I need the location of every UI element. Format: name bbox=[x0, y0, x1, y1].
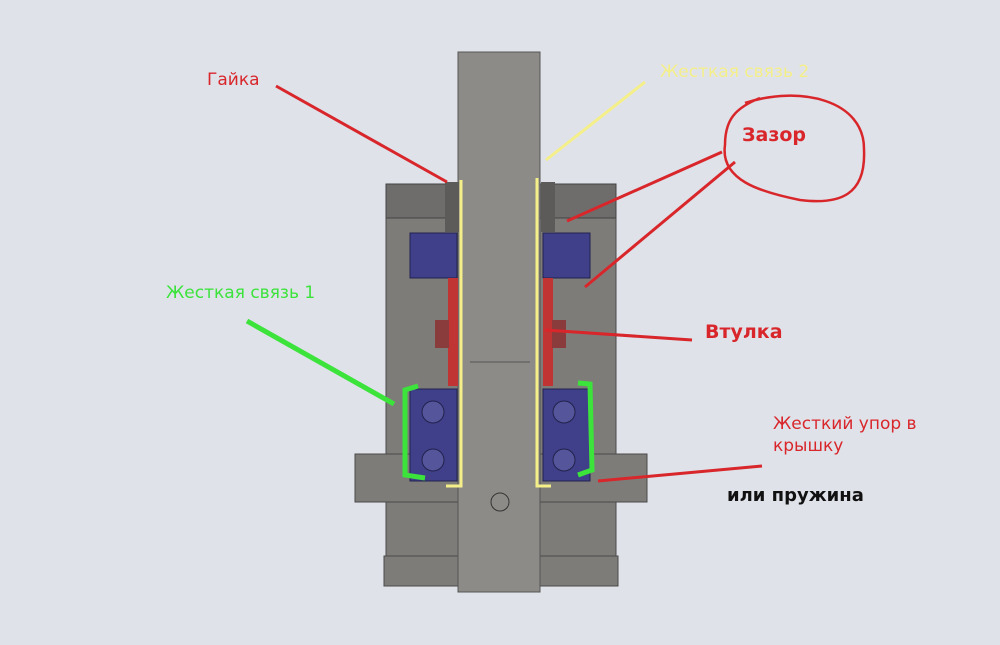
label-rigid-link-2: Жесткая связь 2 bbox=[660, 62, 810, 82]
upper-bearing-left bbox=[409, 232, 458, 279]
nut-right bbox=[541, 182, 555, 232]
rigid-link-2-marks bbox=[446, 80, 646, 488]
rigid-link-1-marks bbox=[245, 318, 595, 481]
annotation-lines bbox=[275, 84, 763, 483]
label-hard-stop: Жесткий упор в крышку bbox=[773, 413, 917, 457]
label-or-spring: или пружина bbox=[727, 485, 864, 506]
label-hard-stop-line1: Жесткий упор в bbox=[773, 414, 917, 434]
label-nut: Гайка bbox=[207, 70, 260, 90]
upper-bearing-right bbox=[542, 232, 591, 279]
label-rigid-link-1: Жесткая связь 1 bbox=[166, 283, 316, 303]
sleeve-flange-right bbox=[552, 320, 566, 348]
sleeve-right bbox=[543, 278, 553, 386]
shaft bbox=[457, 51, 541, 593]
nut-left bbox=[445, 182, 459, 232]
shaft-hole bbox=[490, 492, 510, 512]
bearing-balls bbox=[421, 400, 576, 472]
label-gap: Зазор bbox=[742, 124, 807, 146]
sleeve-flange-left bbox=[435, 320, 449, 348]
label-sleeve: Втулка bbox=[705, 321, 783, 343]
label-hard-stop-line2: крышку bbox=[773, 436, 844, 456]
gap-circle bbox=[723, 94, 866, 203]
sleeve-left bbox=[448, 278, 458, 386]
